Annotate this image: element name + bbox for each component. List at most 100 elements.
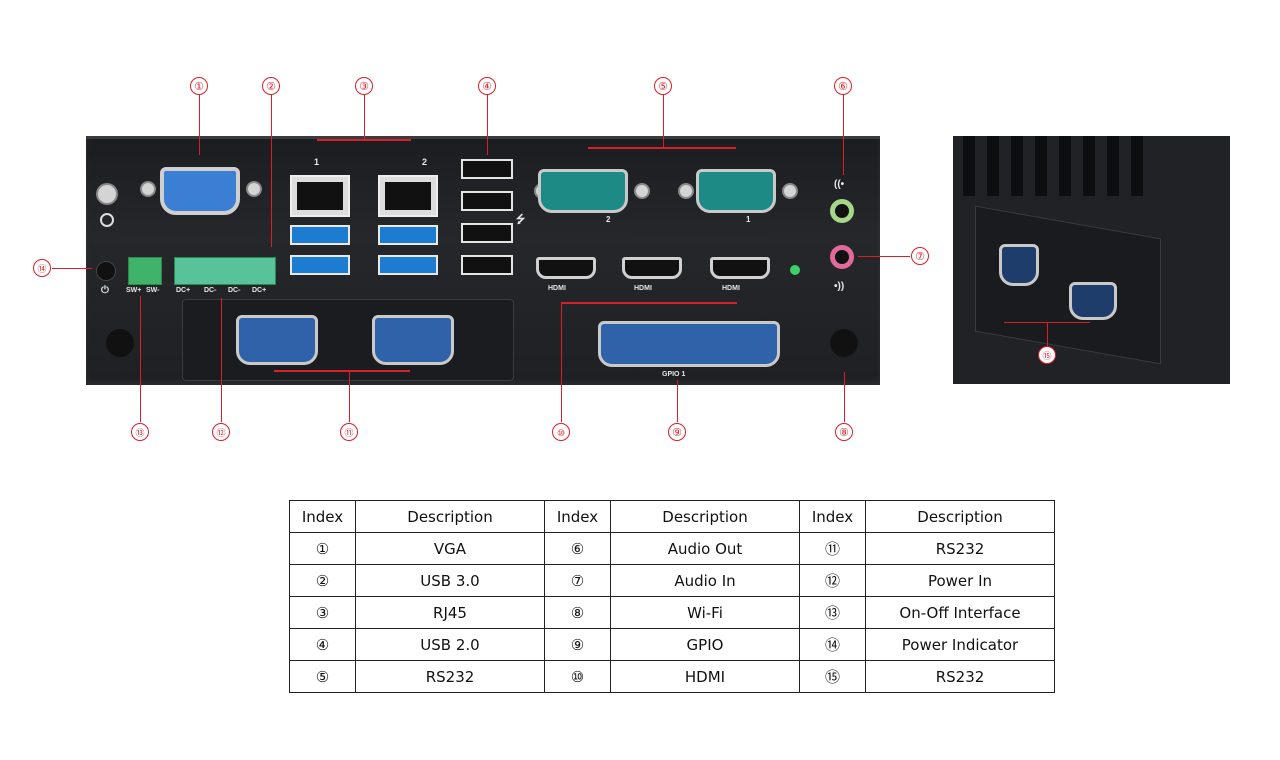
com1-screw-right [782,183,798,199]
wifi-antenna-left [106,329,134,357]
leader-line [844,372,845,422]
index-cell: ⑫ [799,564,866,597]
index-cell: ⑪ [799,532,866,565]
hdmi-port-3 [710,257,770,279]
usb-icon: ⭍ [516,214,526,226]
table-row: ⑤ RS232 ⑩ HDMI ⑮ RS232 [289,660,1055,693]
audio-out-icon: ((• [834,179,845,190]
index-cell: ① [289,532,356,565]
leader-line [561,302,562,422]
index-cell: ⑨ [544,628,611,661]
leader-line [1047,322,1048,346]
index-cell: ⑭ [799,628,866,661]
header-index: Index [544,500,611,533]
leader-line [317,139,411,141]
gpio-label: GPIO 1 [662,371,686,378]
usb2-port-4 [461,255,513,275]
index-cell: ⑩ [544,660,611,693]
heatsink-fin [1035,136,1047,196]
ground-icon [100,213,114,227]
index-cell: ⑥ [544,532,611,565]
description-cell: RS232 [865,532,1055,565]
leader-line [561,302,737,304]
sw-plus-label: SW+ [126,287,142,294]
rj45-port-2 [378,175,438,217]
callout-14: ⑭ [33,259,51,277]
leader-line [487,95,488,155]
power-in-terminal [174,257,276,285]
index-cell: ⑬ [799,596,866,629]
callout-1: ① [190,77,208,95]
heatsink-fin [963,136,975,196]
leader-line [858,256,910,257]
description-cell: HDMI [610,660,800,693]
leader-line [140,296,141,422]
leader-line [221,298,222,422]
gpio-port [598,321,780,367]
description-cell: Power In [865,564,1055,597]
callout-7: ⑦ [911,247,929,265]
audio-in-jack [830,245,854,269]
header-description: Description [865,500,1055,533]
heatsink-fin [987,136,999,196]
callout-12: ⑫ [212,423,230,441]
callout-9: ⑨ [668,423,686,441]
index-cell: ④ [289,628,356,661]
wifi-antenna-right [830,329,858,357]
rs232-side-bracket [975,205,1161,365]
callout-13: ⑬ [131,423,149,441]
leader-line [364,95,365,139]
hdmi-1-label: HDMI [548,285,566,292]
index-cell: ⑦ [544,564,611,597]
callout-4: ④ [478,77,496,95]
callout-15: ⑮ [1038,346,1056,364]
rs232-side-port-2 [1069,282,1117,320]
callout-10: ⑩ [552,423,570,441]
leader-line [52,268,92,269]
vga-port [160,167,240,215]
usb2-port-3 [461,223,513,243]
usb3-port-4 [378,255,438,275]
usb3-port-3 [378,225,438,245]
com1-screw-left [678,183,694,199]
heatsink-fin [1083,136,1095,196]
leader-line [677,380,678,422]
usb2-port-2 [461,191,513,211]
header-description: Description [610,500,800,533]
leader-line [588,147,736,149]
com1-label: 1 [746,215,751,224]
hdmi-3-label: HDMI [722,285,740,292]
audio-out-jack [830,199,854,223]
com2-label: 2 [606,215,611,224]
rs232-port-lower-1 [236,315,318,365]
description-cell: VGA [355,532,545,565]
audio-in-icon: •)) [834,281,845,292]
rs232-expansion-bracket [182,299,514,381]
vga-screw-left [140,181,156,197]
dc-minus-1-label: DC- [204,287,217,294]
table-row: ④ USB 2.0 ⑨ GPIO ⑭ Power Indicator [289,628,1055,661]
vga-screw-right [246,181,262,197]
table-row: ② USB 3.0 ⑦ Audio In ⑫ Power In [289,564,1055,597]
leader-line [274,370,410,372]
description-cell: On-Off Interface [865,596,1055,629]
heatsink-fin [1011,136,1023,196]
table-row: ① VGA ⑥ Audio Out ⑪ RS232 [289,532,1055,565]
rj45-port-1 [290,175,350,217]
lan-2-label: 2 [422,157,428,167]
heatsink-fin [1059,136,1071,196]
callout-3: ③ [355,77,373,95]
rs232-com1-port [696,169,776,213]
description-cell: RS232 [355,660,545,693]
table-row: ③ RJ45 ⑧ Wi-Fi ⑬ On-Off Interface [289,596,1055,629]
dc-plus-2-label: DC+ [252,287,267,294]
heatsink-fin [1131,136,1143,196]
callout-6: ⑥ [834,77,852,95]
power-icon: ⏻ [101,285,109,296]
description-cell: USB 3.0 [355,564,545,597]
rs232-com2-port [538,169,628,213]
ground-screw [96,183,118,205]
hdd-led [790,265,800,275]
rs232-side-port-1 [999,244,1039,286]
header-index: Index [289,500,356,533]
